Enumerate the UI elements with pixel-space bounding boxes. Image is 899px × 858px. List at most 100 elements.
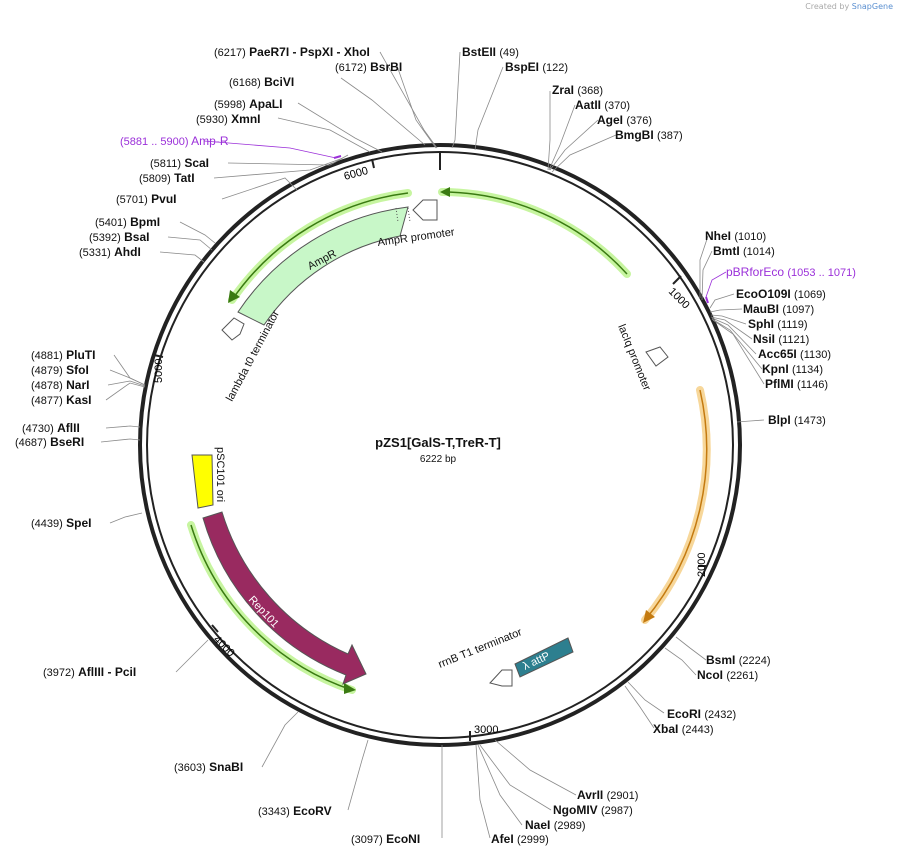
site-NarI: NarI [66, 378, 89, 392]
site-AvrII: AvrII [577, 788, 603, 802]
svg-text:NsiI (1121): NsiI (1121) [753, 332, 809, 346]
ampr-promoter-arrow[interactable] [412, 199, 438, 221]
svg-text:(5401) BpmI: (5401) BpmI [95, 215, 160, 229]
svg-text:Acc65I (1130): Acc65I (1130) [758, 347, 831, 361]
site-ApaLI: ApaLI [249, 97, 282, 111]
site-AflIII: AflIII [78, 665, 104, 679]
site-SnaBI: SnaBI [209, 760, 243, 774]
site-AflII: AflII [57, 421, 80, 435]
svg-text:EcoO109I (1069): EcoO109I (1069) [736, 287, 826, 301]
lambda-t0-arrow[interactable] [221, 317, 245, 341]
svg-text:ZraI (368): ZraI (368) [552, 83, 603, 97]
site-ScaI: ScaI [184, 156, 209, 170]
tick-label-3000: 3000 [474, 724, 498, 736]
svg-text:MauBI (1097): MauBI (1097) [743, 302, 814, 316]
psc101-ori-feature[interactable] [191, 454, 214, 509]
site-BstEII: BstEII [462, 45, 496, 59]
svg-text:BlpI (1473): BlpI (1473) [768, 413, 826, 427]
tick-label-5000: 5000 [153, 359, 165, 383]
svg-text:PflMI (1146): PflMI (1146) [765, 377, 828, 391]
tick-marks [153, 158, 706, 741]
svg-text:(5701) PvuI: (5701) PvuI [116, 192, 176, 206]
orf-arcs [187, 187, 711, 694]
svg-text:(4439) SpeI: (4439) SpeI [31, 516, 91, 530]
svg-text:(6168) BciVI: (6168) BciVI [229, 75, 294, 89]
site-AhdI: AhdI [114, 245, 141, 259]
rep101-feature[interactable] [202, 511, 367, 685]
svg-text:pBRforEco (1053 .. 1071): pBRforEco (1053 .. 1071) [726, 265, 856, 279]
site-XbaI: XbaI [653, 722, 678, 736]
site-TatI: TatI [174, 171, 194, 185]
svg-text:AgeI (376): AgeI (376) [597, 113, 652, 127]
site-PflMI: PflMI [765, 377, 794, 391]
plasmid-name: pZS1[GalS-T,TreR-T] [375, 435, 501, 450]
rrnb-t1-label: rrnB T1 terminator [437, 626, 524, 671]
svg-text:(5809) TatI: (5809) TatI [139, 171, 195, 185]
site-BspEI: BspEI [505, 60, 539, 74]
primer-ampr: Amp-R [191, 134, 229, 148]
svg-text:(5998) ApaLI: (5998) ApaLI [214, 97, 282, 111]
rrnb-t1-arrow[interactable] [489, 669, 513, 687]
site-SphI: SphI [748, 317, 774, 331]
svg-text:(3972) AflIII - PciI: (3972) AflIII - PciI [43, 665, 136, 679]
svg-text:NaeI (2989): NaeI (2989) [525, 818, 586, 832]
site-BciVI: BciVI [264, 75, 294, 89]
svg-text:BstEII (49): BstEII (49) [462, 45, 519, 59]
svg-text:EcoRI (2432): EcoRI (2432) [667, 707, 736, 721]
svg-text:(5392) BsaI: (5392) BsaI [89, 230, 150, 244]
site-XmnI: XmnI [231, 112, 260, 126]
svg-text:(4687) BseRI: (4687) BseRI [15, 435, 84, 449]
svg-text:BmtI (1014): BmtI (1014) [713, 244, 775, 258]
snapgene-logo: SnapGene [851, 2, 893, 11]
site-MauBI: MauBI [743, 302, 779, 316]
site-EcoNI: EcoNI [386, 832, 420, 846]
site-BsaI: BsaI [124, 230, 149, 244]
svg-text:(6217) PaeR7I - PspXI - XhoI: (6217) PaeR7I - PspXI - XhoI [214, 45, 370, 59]
site-PaeR7I: PaeR7I [249, 45, 289, 59]
site-labels: (6217) PaeR7I - PspXI - XhoI (6172) BsrB… [15, 45, 831, 846]
site-PluTI: PluTI [66, 348, 95, 362]
svg-text:BspEI (122): BspEI (122) [505, 60, 568, 74]
svg-text:SphI (1119): SphI (1119) [748, 317, 808, 331]
plasmid-length: 6222 bp [420, 454, 457, 465]
site-NgoMIV: NgoMIV [553, 803, 598, 817]
site-NheI: NheI [705, 229, 731, 243]
ampr-feature[interactable] [237, 206, 409, 326]
svg-text:(5881 .. 5900) Amp-R: (5881 .. 5900) Amp-R [120, 134, 229, 148]
svg-text:(3343) EcoRV: (3343) EcoRV [258, 804, 332, 818]
psc101-ori-label: pSC101 ori [214, 447, 226, 502]
laciq-promoter-arrow[interactable] [645, 346, 669, 367]
site-Acc65I: Acc65I [758, 347, 797, 361]
site-NsiI: NsiI [753, 332, 775, 346]
svg-text:(4879) SfoI: (4879) SfoI [31, 363, 89, 377]
svg-text:AvrII (2901): AvrII (2901) [577, 788, 638, 802]
site-EcoRI: EcoRI [667, 707, 701, 721]
site-BlpI: BlpI [768, 413, 791, 427]
site-NcoI: NcoI [697, 668, 723, 682]
site-BseRI: BseRI [50, 435, 84, 449]
svg-text:XbaI (2443): XbaI (2443) [653, 722, 713, 736]
svg-text:(3097) EcoNI: (3097) EcoNI [351, 832, 420, 846]
svg-text:NcoI (2261): NcoI (2261) [697, 668, 758, 682]
site-PvuI: PvuI [151, 192, 176, 206]
svg-text:(4730) AflII: (4730) AflII [22, 421, 80, 435]
site-KpnI: KpnI [762, 362, 789, 376]
site-BsrBI: BsrBI [370, 60, 402, 74]
site-EcoRV: EcoRV [293, 804, 331, 818]
site-AgeI: AgeI [597, 113, 623, 127]
svg-text:(5930) XmnI: (5930) XmnI [196, 112, 260, 126]
svg-text:(4877) KasI: (4877) KasI [31, 393, 92, 407]
attp-feature[interactable] [514, 637, 574, 678]
site-EcoO109I: EcoO109I [736, 287, 791, 301]
tick-label-2000: 2000 [696, 553, 708, 577]
credit-prefix: Created by [805, 2, 850, 11]
site-BmgBI: BmgBI [615, 128, 654, 142]
site-SfoI: SfoI [66, 363, 89, 377]
primer-labels: (5881 .. 5900) Amp-R pBRforEco (1053 .. … [120, 134, 856, 298]
snapgene-credit: Created by SnapGene [805, 2, 893, 11]
site-ZraI: ZraI [552, 83, 574, 97]
svg-text:(4878) NarI: (4878) NarI [31, 378, 89, 392]
svg-text:(3603) SnaBI: (3603) SnaBI [174, 760, 243, 774]
svg-text:(4881) PluTI: (4881) PluTI [31, 348, 95, 362]
